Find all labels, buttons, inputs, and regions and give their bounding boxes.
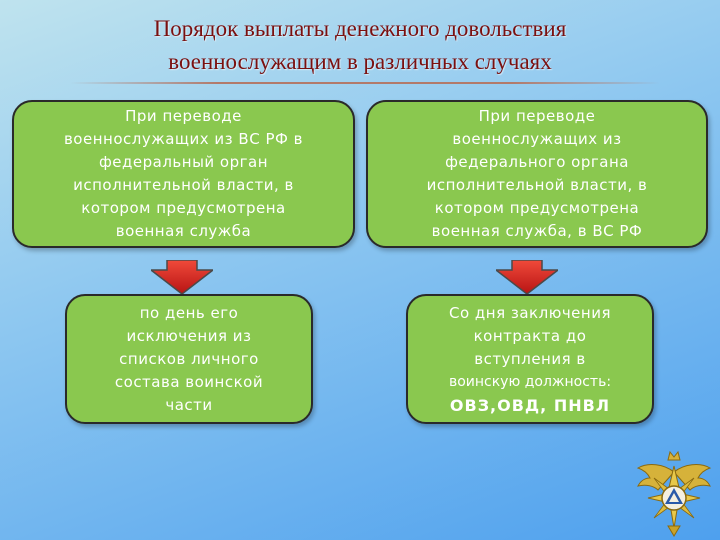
box-text-line: военнослужащих из — [452, 130, 622, 148]
box-text-line: При переводе — [125, 107, 242, 125]
box-text-line: котором предусмотрена — [81, 199, 286, 217]
box-text-line: ОВЗ,ОВД, ПНВЛ — [449, 395, 611, 415]
transfer-to-armed-forces-box: При переводе военнослужащих из федеральн… — [366, 100, 708, 248]
box-text-line: вступления в — [474, 349, 586, 368]
box-text-line: части — [165, 395, 213, 414]
box-text-line: исполнительной власти, в — [426, 176, 648, 194]
slide-title: Порядок выплаты денежного довольствия во… — [60, 12, 660, 78]
slide-title-line-2: военнослужащим в различных случаях — [168, 49, 552, 74]
box-text-line: состава воинской — [114, 372, 264, 391]
box-text-line: военная служба — [115, 222, 252, 240]
box-text-line: котором предусмотрена — [434, 199, 640, 217]
box-text-line: военнослужащих из ВС РФ в — [63, 130, 304, 148]
box-text-line: федеральный орган — [98, 153, 269, 171]
down-arrow-icon — [151, 260, 213, 294]
box-text-line: контракта до — [473, 326, 587, 345]
down-arrow-icon — [496, 260, 558, 294]
slide-title-line-1: Порядок выплаты денежного довольствия — [153, 16, 567, 41]
box-text-line: исполнительной власти, в — [73, 176, 294, 194]
box-text-line: воинскую должность: — [448, 373, 612, 390]
box-text-line: исключения из — [126, 326, 252, 345]
title-underline — [70, 82, 660, 84]
box-text-line: При переводе — [478, 107, 596, 125]
pay-from-contract-box: Со дня заключения контракта до вступлени… — [406, 294, 654, 424]
emercom-emblem-icon — [636, 450, 712, 537]
box-text-line: списков личного — [119, 349, 259, 368]
pay-until-exclusion-box: по день его исключения из списков личног… — [65, 294, 313, 424]
box-text-line: Со дня заключения — [448, 303, 611, 322]
box-text-line: по день его — [139, 303, 239, 322]
transfer-from-armed-forces-box: При переводе военнослужащих из ВС РФ в ф… — [12, 100, 355, 248]
box-text-line: федерального органа — [445, 153, 629, 171]
box-text-line: военная служба, в ВС РФ — [431, 222, 643, 240]
